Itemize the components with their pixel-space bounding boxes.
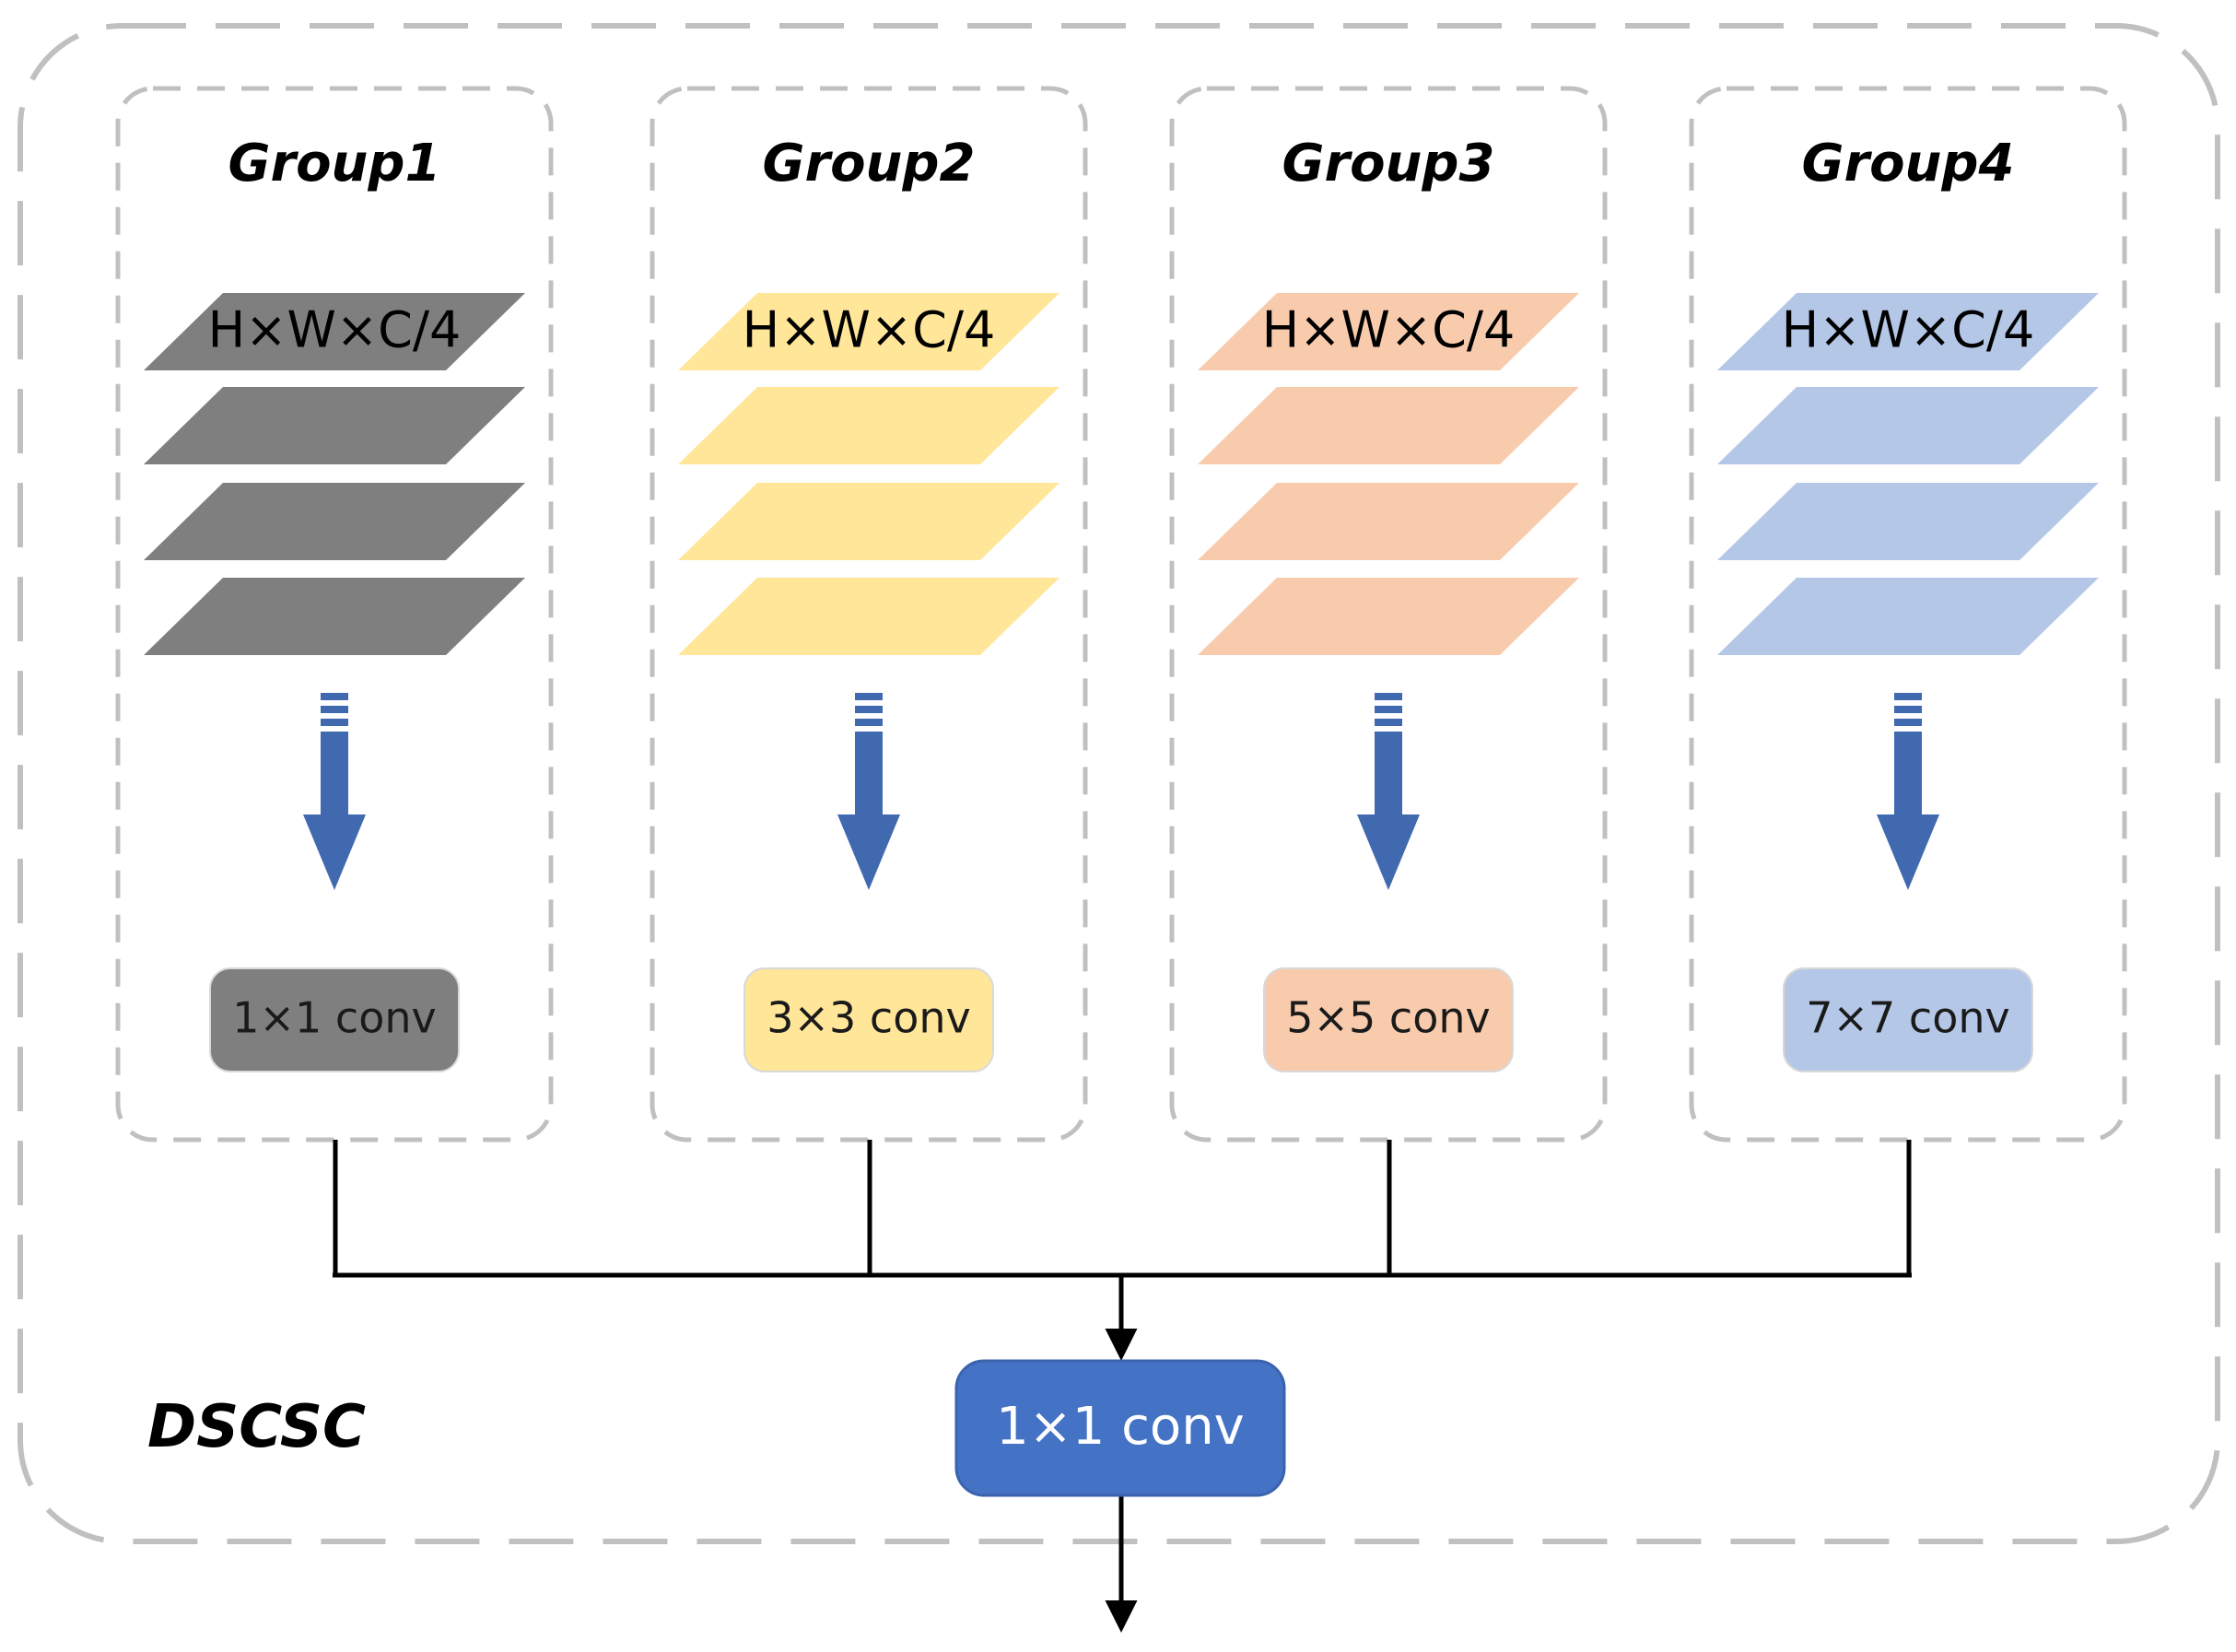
feature-map-slice — [144, 483, 525, 560]
feature-map-slice — [678, 483, 1059, 560]
down-arrow-icon — [303, 693, 366, 890]
fusion-conv-box — [954, 1359, 1286, 1497]
group-box — [115, 86, 554, 1142]
group-box — [650, 86, 1088, 1142]
conv-box — [1263, 967, 1514, 1072]
feature-map-slice — [678, 293, 1059, 370]
group-box — [1169, 86, 1608, 1142]
feature-map-slice — [1717, 387, 2099, 464]
conv-label: 1×1 conv — [232, 993, 437, 1043]
group-box — [1689, 86, 2127, 1142]
module-label: DSCSC — [147, 1393, 366, 1461]
feature-map-slice — [144, 293, 525, 370]
feature-map-slice — [1717, 293, 2099, 370]
feature-map-slice — [1717, 578, 2099, 655]
feature-map-slice — [1198, 483, 1579, 560]
feature-dims-label: H×W×C/4 — [1262, 301, 1516, 359]
conv-label: 5×5 conv — [1286, 993, 1491, 1043]
conv-box — [209, 967, 460, 1072]
connector-lines — [333, 1140, 1912, 1633]
feature-map-slice — [678, 387, 1059, 464]
conv-label: 7×7 conv — [1806, 993, 2010, 1043]
conv-box — [1783, 967, 2033, 1072]
down-arrow-icon — [837, 693, 900, 890]
feature-map-slice — [1198, 387, 1579, 464]
group-title: Group4 — [1802, 134, 2015, 193]
feature-map-slice — [678, 578, 1059, 655]
conv-label: 3×3 conv — [767, 993, 971, 1043]
fusion-conv-label: 1×1 conv — [996, 1397, 1245, 1457]
conv-box — [743, 967, 994, 1072]
feature-map-slice — [1717, 483, 2099, 560]
down-arrow-icon — [1357, 693, 1420, 890]
fusion-conv-block: 1×1 conv — [954, 1359, 1286, 1497]
feature-map-slice — [1198, 293, 1579, 370]
feature-map-slice — [144, 578, 525, 655]
group-title: Group3 — [1282, 134, 1495, 193]
feature-dims-label: H×W×C/4 — [743, 301, 996, 359]
group-title: Group1 — [228, 134, 441, 193]
feature-map-slice — [144, 387, 525, 464]
down-arrow-icon — [1877, 693, 1939, 890]
feature-dims-label: H×W×C/4 — [1782, 301, 2035, 359]
feature-dims-label: H×W×C/4 — [208, 301, 462, 359]
group-title: Group2 — [763, 134, 976, 193]
feature-map-slice — [1198, 578, 1579, 655]
